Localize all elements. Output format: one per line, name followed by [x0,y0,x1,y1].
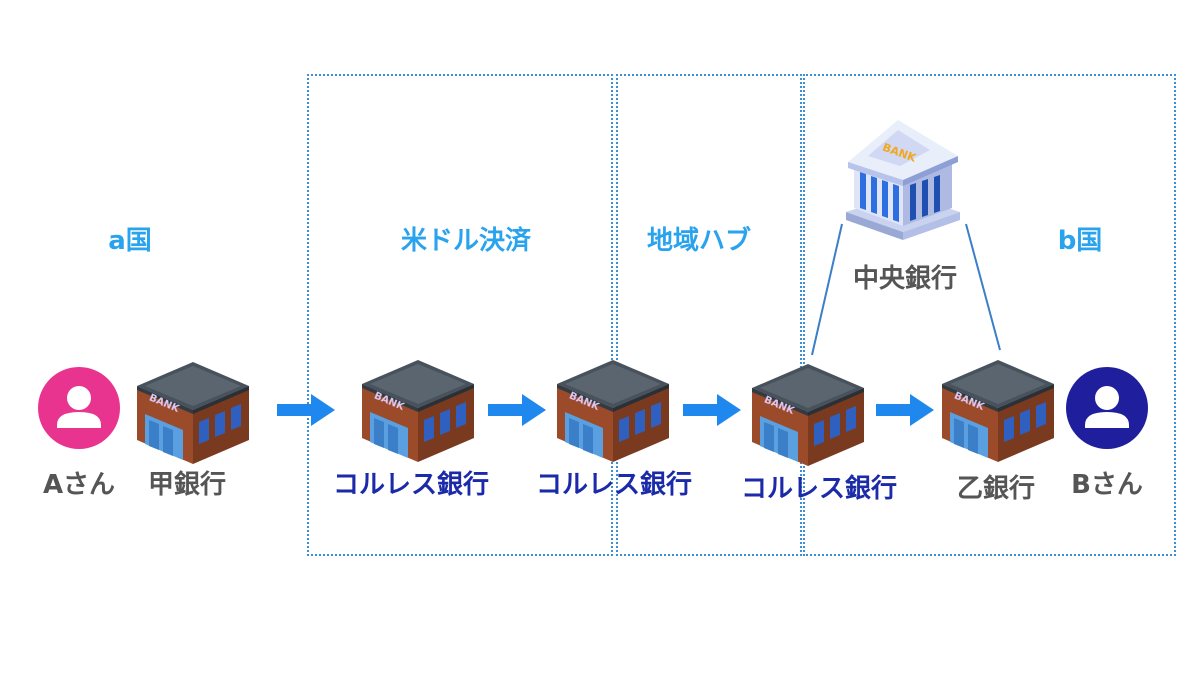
central-bank-label: 中央銀行 [852,264,958,294]
person-icon [57,386,101,428]
central-bank-icon: BANK [846,120,960,240]
region-regional-hub-box [616,74,802,556]
arrow-right-icon [683,394,741,426]
person-icon [1085,386,1129,428]
arrow-right-icon [876,394,934,426]
region-label-country-b: b国 [1057,226,1103,256]
correspondent-bank-3-icon: BANK [752,364,864,466]
origin-bank-icon: BANK [137,362,249,464]
destination-bank-icon: BANK [942,360,1054,462]
receiver-label: Bさん [1071,470,1143,500]
region-label-usd-settlement: 米ドル決済 [400,226,532,256]
region-label-country-a: a国 [108,226,152,256]
connector-line-right [965,223,1001,351]
correspondent-bank-2-icon: BANK [557,360,669,462]
destination-bank-label: 乙銀行 [956,474,1036,504]
correspondent-bank-1-label: コルレス銀行 [332,470,490,500]
receiver-avatar [1066,367,1148,449]
sender-label: Aさん [42,470,116,500]
sender-avatar [38,367,120,449]
arrow-right-icon [488,394,546,426]
arrow-right-icon [277,394,335,426]
region-usd-settlement-box [307,74,613,556]
region-label-regional-hub: 地域ハブ [646,226,752,256]
correspondent-bank-3-label: コルレス銀行 [740,474,898,504]
correspondent-bank-1-icon: BANK [362,360,474,462]
region-country-b-box [803,74,1176,556]
correspondent-bank-2-label: コルレス銀行 [535,470,693,500]
connector-line-left [811,223,843,356]
origin-bank-label: 甲銀行 [147,470,227,500]
